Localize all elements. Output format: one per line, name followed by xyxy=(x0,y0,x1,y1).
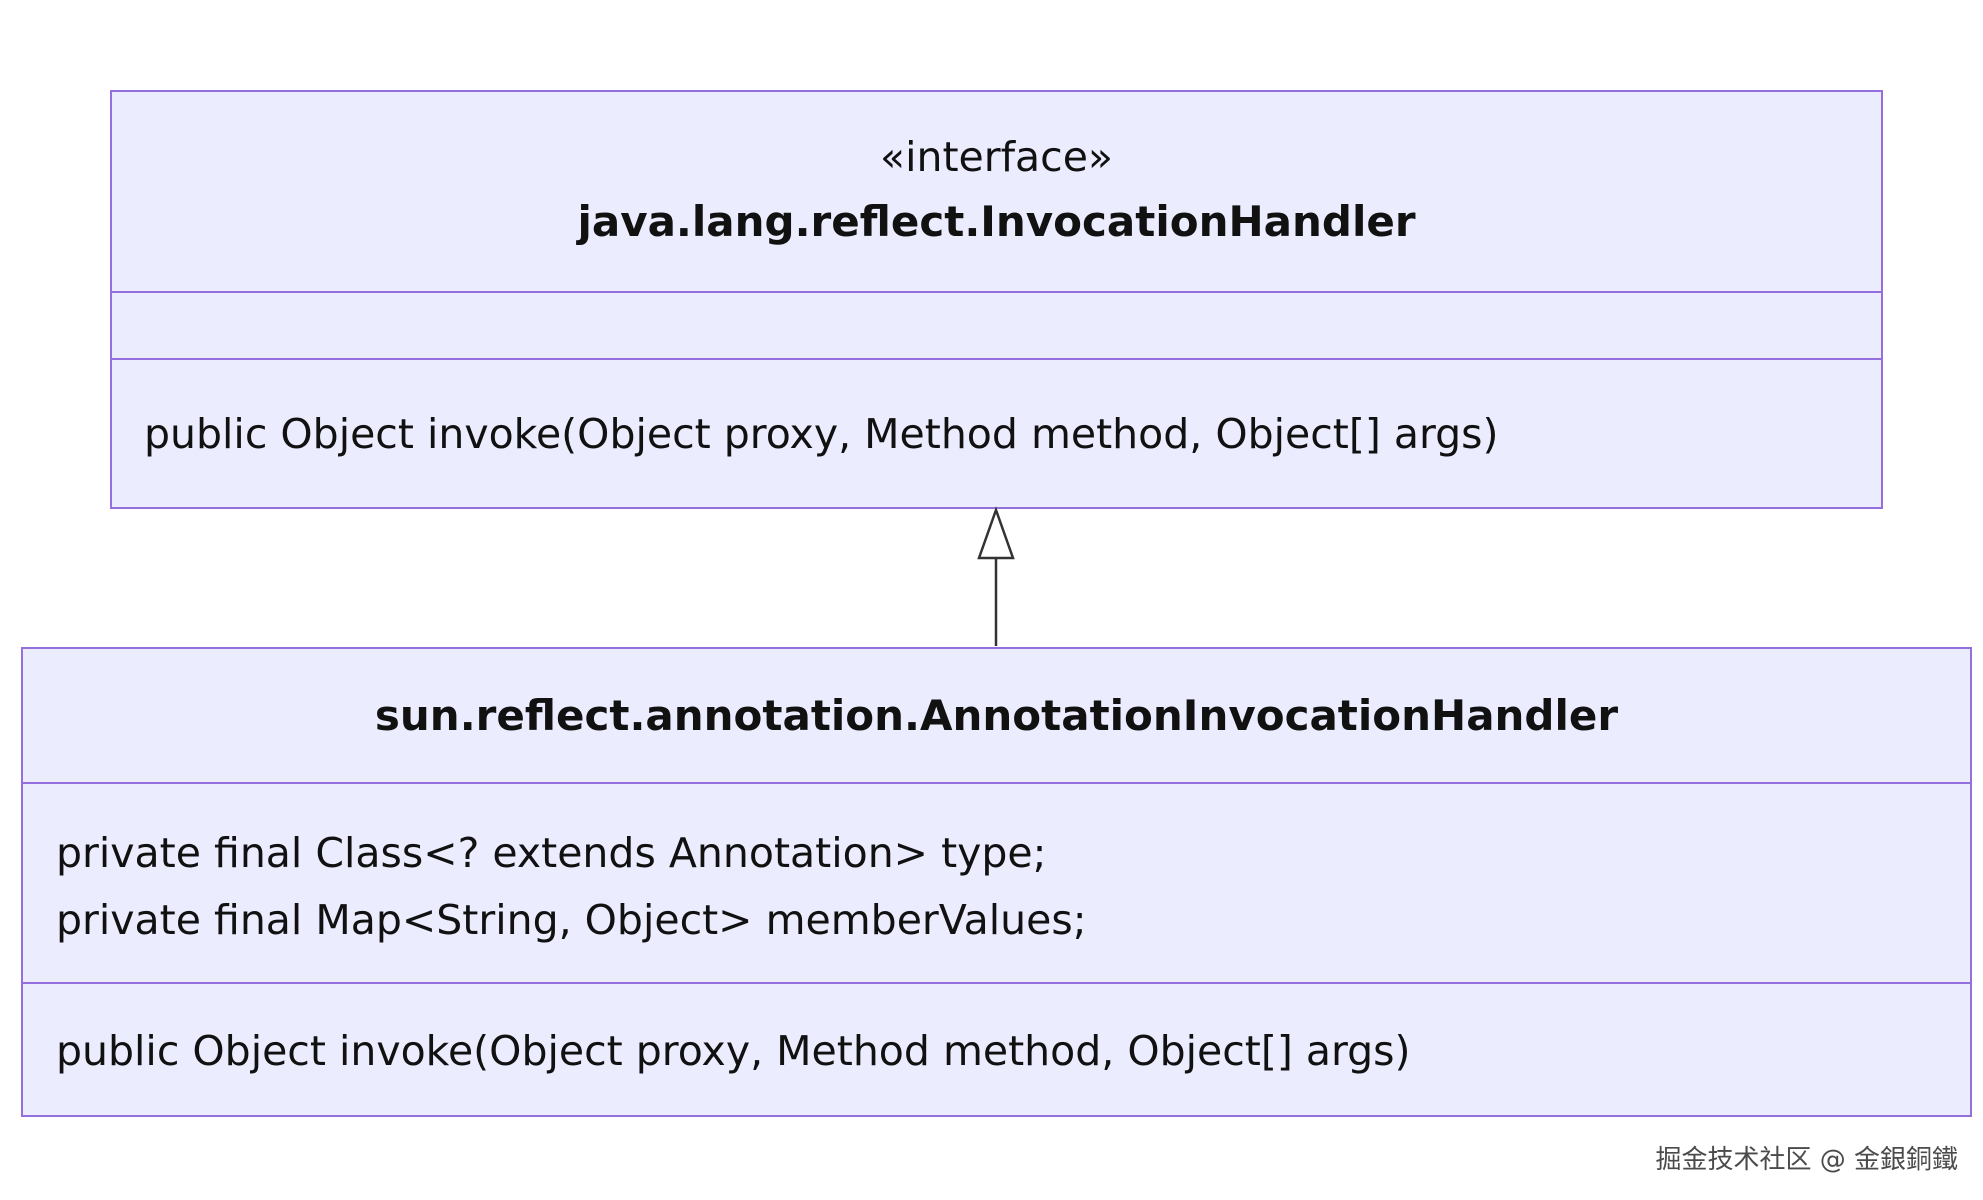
attribute-member-values: private final Map<String, Object> member… xyxy=(56,896,1087,944)
implementation-methods-compartment: public Object invoke(Object proxy, Metho… xyxy=(23,982,1970,1115)
realization-arrowhead xyxy=(977,506,1015,560)
implementation-class-name: sun.reflect.annotation.AnnotationInvocat… xyxy=(374,691,1619,740)
interface-stereotype: «interface» xyxy=(879,133,1114,181)
interface-class-box: «interface» java.lang.reflect.Invocation… xyxy=(110,90,1883,509)
interface-class-header: «interface» java.lang.reflect.Invocation… xyxy=(112,92,1881,291)
attribute-type: private final Class<? extends Annotation… xyxy=(56,829,1047,877)
interface-method-invoke: public Object invoke(Object proxy, Metho… xyxy=(144,410,1499,458)
implementation-attributes-compartment: private final Class<? extends Annotation… xyxy=(23,782,1970,982)
implementation-method-invoke: public Object invoke(Object proxy, Metho… xyxy=(56,1027,1411,1075)
interface-attributes-compartment xyxy=(112,291,1881,358)
interface-class-name: java.lang.reflect.InvocationHandler xyxy=(577,197,1416,246)
interface-methods-compartment: public Object invoke(Object proxy, Metho… xyxy=(112,358,1881,507)
implementation-class-header: sun.reflect.annotation.AnnotationInvocat… xyxy=(23,649,1970,782)
watermark-text: 掘金技术社区 @ 金銀銅鐵 xyxy=(1655,1145,1958,1175)
implementation-class-box: sun.reflect.annotation.AnnotationInvocat… xyxy=(21,647,1972,1117)
